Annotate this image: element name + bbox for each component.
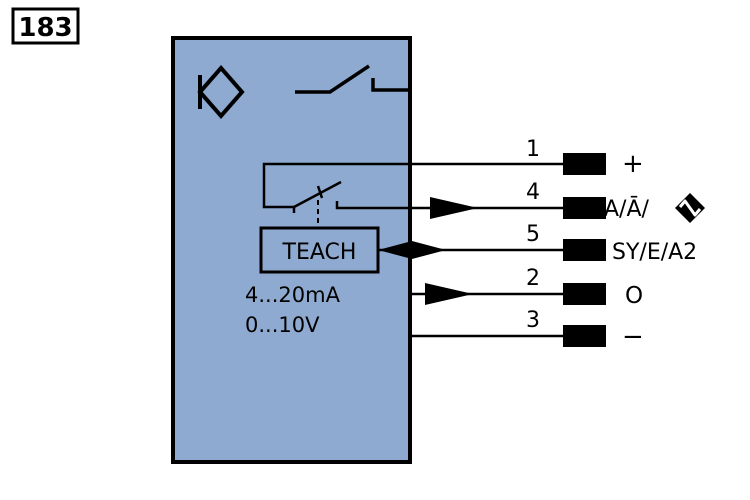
connector-pin-5 xyxy=(563,239,606,261)
io-line-pin-5 xyxy=(378,241,563,259)
teach-label: TEACH xyxy=(282,240,357,265)
teach-box: TEACH xyxy=(259,226,380,274)
pin-signal-4: A/Ā/ xyxy=(604,197,650,222)
pin-number-2: 2 xyxy=(526,266,540,291)
connector-pin-3 xyxy=(563,325,606,347)
connector-pin-2 xyxy=(563,283,606,305)
pin-number-5: 5 xyxy=(526,222,540,247)
pin-signal-2: O xyxy=(625,283,643,309)
normally-open-switch-icon xyxy=(295,64,412,94)
pin-number-3: 3 xyxy=(526,308,540,333)
voltage-output-range: 0...10V xyxy=(245,313,320,337)
connector-blocks xyxy=(563,153,606,347)
connector-pin-4 xyxy=(563,197,606,219)
output-line-pin-4 xyxy=(430,197,563,219)
pin-number-1: 1 xyxy=(526,137,540,162)
figure-number-badge: 183 xyxy=(11,7,80,45)
figure-number: 183 xyxy=(18,13,72,43)
pin-number-4: 4 xyxy=(526,180,540,205)
diamond-sensor-icon xyxy=(197,64,245,120)
connector-pin-1 xyxy=(563,153,606,175)
alternating-signal-icon xyxy=(675,193,705,223)
analog-line-pin-2 xyxy=(408,283,563,305)
current-output-range: 4...20mA xyxy=(245,283,341,307)
pin-signal-5: SY/E/A2 xyxy=(612,240,697,265)
internal-switch-contact xyxy=(262,162,563,213)
pin-signal-1: + xyxy=(622,149,644,179)
pin-signal-3: − xyxy=(622,322,644,352)
